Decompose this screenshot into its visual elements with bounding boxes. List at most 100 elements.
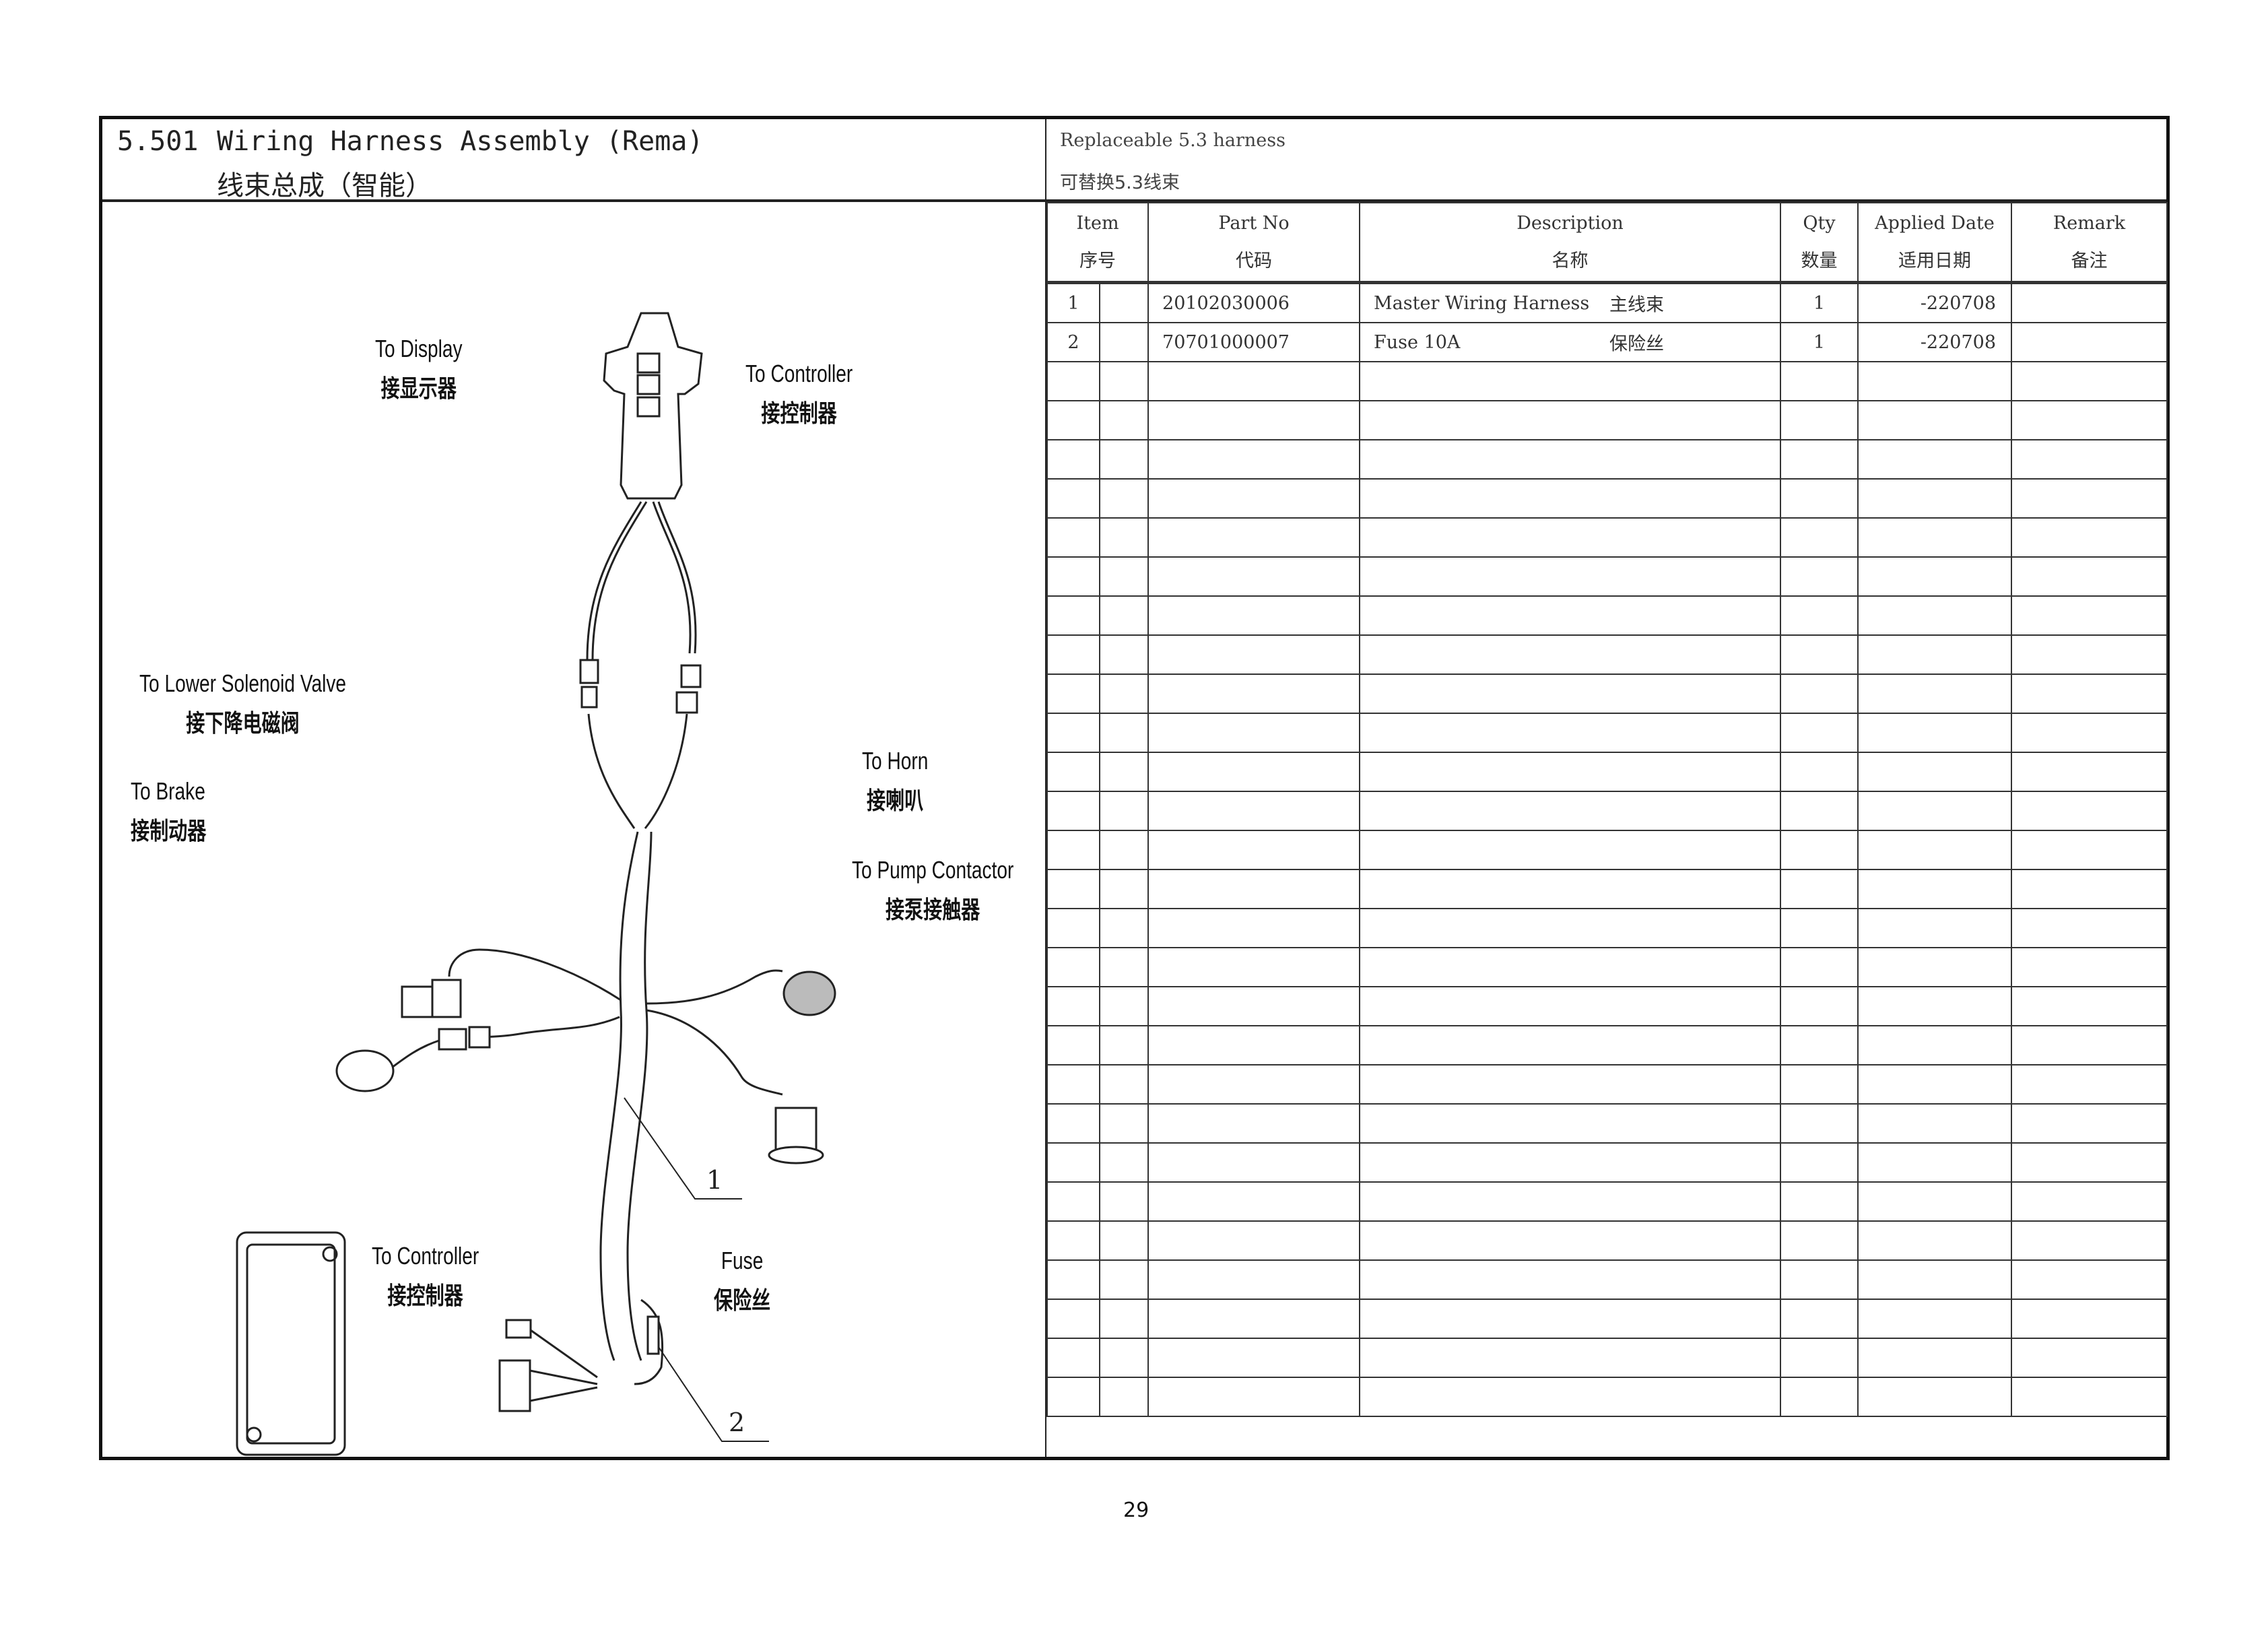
empty-cell bbox=[1857, 1377, 2013, 1417]
empty-cell bbox=[2011, 478, 2168, 519]
empty-cell bbox=[1147, 752, 1361, 792]
empty-cell bbox=[2011, 1377, 2168, 1417]
empty-cell bbox=[1857, 1338, 2013, 1378]
empty-cell bbox=[1098, 1025, 1149, 1065]
table-row-empty bbox=[1046, 1338, 2168, 1378]
empty-cell bbox=[1780, 1377, 1859, 1417]
empty-cell bbox=[1098, 869, 1149, 909]
callout-1: 1 bbox=[706, 1165, 723, 1195]
cell-qty: 1 bbox=[1780, 282, 1859, 323]
empty-cell bbox=[1780, 986, 1859, 1026]
empty-cell bbox=[1857, 439, 2013, 480]
cell-item: 2 bbox=[1046, 322, 1100, 362]
cell-applied-date: -220708 bbox=[1857, 282, 2013, 323]
replacement-note-cn: 可替换5.3线束 bbox=[1060, 172, 1180, 193]
empty-cell bbox=[2011, 713, 2168, 753]
empty-cell bbox=[1098, 517, 1149, 558]
empty-cell bbox=[1359, 400, 1782, 440]
label-to-lower-solenoid-valve-cn: 接下降电磁阀 bbox=[186, 710, 300, 737]
empty-cell bbox=[1147, 556, 1361, 597]
controller-connector-2-icon bbox=[675, 691, 698, 714]
empty-cell bbox=[1359, 361, 1782, 401]
table-row-empty bbox=[1046, 791, 2168, 831]
empty-cell bbox=[1780, 1220, 1859, 1261]
section-title-block: 5.501 Wiring Harness Assembly (Rema) 线束总… bbox=[102, 119, 1045, 202]
empty-cell bbox=[1098, 947, 1149, 987]
col-header-item-en: Item bbox=[1076, 212, 1119, 234]
empty-cell bbox=[1147, 517, 1361, 558]
empty-cell bbox=[1780, 752, 1859, 792]
empty-cell bbox=[2011, 1259, 2168, 1300]
empty-cell bbox=[1857, 947, 2013, 987]
empty-cell bbox=[1046, 400, 1100, 440]
empty-cell bbox=[1857, 1181, 2013, 1222]
empty-cell bbox=[1098, 1377, 1149, 1417]
table-row-empty bbox=[1046, 713, 2168, 753]
empty-cell bbox=[2011, 400, 2168, 440]
label-to-pump-contactor: To Pump Contactor 接泵接触器 bbox=[852, 850, 1013, 931]
empty-cell bbox=[1780, 400, 1859, 440]
empty-cell bbox=[1857, 478, 2013, 519]
empty-cell bbox=[1780, 947, 1859, 987]
empty-cell bbox=[1359, 830, 1782, 870]
empty-cell bbox=[2011, 752, 2168, 792]
empty-cell bbox=[1147, 1299, 1361, 1339]
empty-cell bbox=[2011, 674, 2168, 714]
empty-cell bbox=[1359, 713, 1782, 753]
empty-cell bbox=[1098, 752, 1149, 792]
empty-cell bbox=[2011, 517, 2168, 558]
section-title-en: Wiring Harness Assembly (Rema) bbox=[217, 126, 704, 157]
empty-cell bbox=[1147, 713, 1361, 753]
handle-button-2-icon bbox=[636, 374, 661, 395]
empty-cell bbox=[1857, 752, 2013, 792]
empty-cell bbox=[1147, 478, 1361, 519]
empty-cell bbox=[1359, 1259, 1782, 1300]
page-number: 29 bbox=[1123, 1499, 1149, 1522]
empty-cell bbox=[1098, 1181, 1149, 1222]
cell-qty: 1 bbox=[1780, 322, 1859, 362]
empty-cell bbox=[1098, 830, 1149, 870]
empty-cell bbox=[1046, 634, 1100, 675]
empty-cell bbox=[1857, 1064, 2013, 1105]
replacement-note-en: Replaceable 5.3 harness bbox=[1060, 130, 1286, 151]
table-row-empty bbox=[1046, 1377, 2168, 1417]
empty-cell bbox=[1098, 634, 1149, 675]
label-to-controller-bottom-en: To Controller bbox=[372, 1242, 479, 1270]
empty-cell bbox=[1780, 1181, 1859, 1222]
empty-cell bbox=[1780, 439, 1859, 480]
cell-sub bbox=[1098, 322, 1149, 362]
controller-connector-icon bbox=[680, 664, 702, 688]
empty-cell bbox=[1857, 830, 2013, 870]
empty-cell bbox=[1147, 830, 1361, 870]
cell-description-cn: 主线束 bbox=[1609, 294, 1665, 316]
empty-cell bbox=[1147, 1220, 1361, 1261]
empty-cell bbox=[1359, 556, 1782, 597]
table-row-empty bbox=[1046, 556, 2168, 597]
empty-cell bbox=[1857, 634, 2013, 675]
empty-cell bbox=[1098, 713, 1149, 753]
table-row-empty bbox=[1046, 595, 2168, 636]
label-to-controller-top: To Controller 接控制器 bbox=[745, 354, 853, 434]
empty-cell bbox=[1046, 1299, 1100, 1339]
empty-cell bbox=[1046, 947, 1100, 987]
empty-cell bbox=[1046, 1142, 1100, 1183]
empty-cell bbox=[1359, 1025, 1782, 1065]
empty-cell bbox=[1359, 1103, 1782, 1144]
empty-cell bbox=[1857, 400, 2013, 440]
table-row-empty bbox=[1046, 869, 2168, 909]
table-row-empty bbox=[1046, 830, 2168, 870]
empty-cell bbox=[1780, 830, 1859, 870]
parts-sheet-frame: 5.501 Wiring Harness Assembly (Rema) 线束总… bbox=[99, 116, 2170, 1460]
table-row-empty bbox=[1046, 674, 2168, 714]
empty-cell bbox=[1046, 674, 1100, 714]
col-header-qty-en: Qty bbox=[1803, 212, 1836, 234]
empty-cell bbox=[2011, 634, 2168, 675]
empty-cell bbox=[1147, 986, 1361, 1026]
label-to-lower-solenoid-valve: To Lower Solenoid Valve 接下降电磁阀 bbox=[139, 663, 346, 744]
empty-cell bbox=[2011, 869, 2168, 909]
empty-cell bbox=[1046, 752, 1100, 792]
table-row-empty bbox=[1046, 439, 2168, 480]
empty-cell bbox=[1359, 1064, 1782, 1105]
